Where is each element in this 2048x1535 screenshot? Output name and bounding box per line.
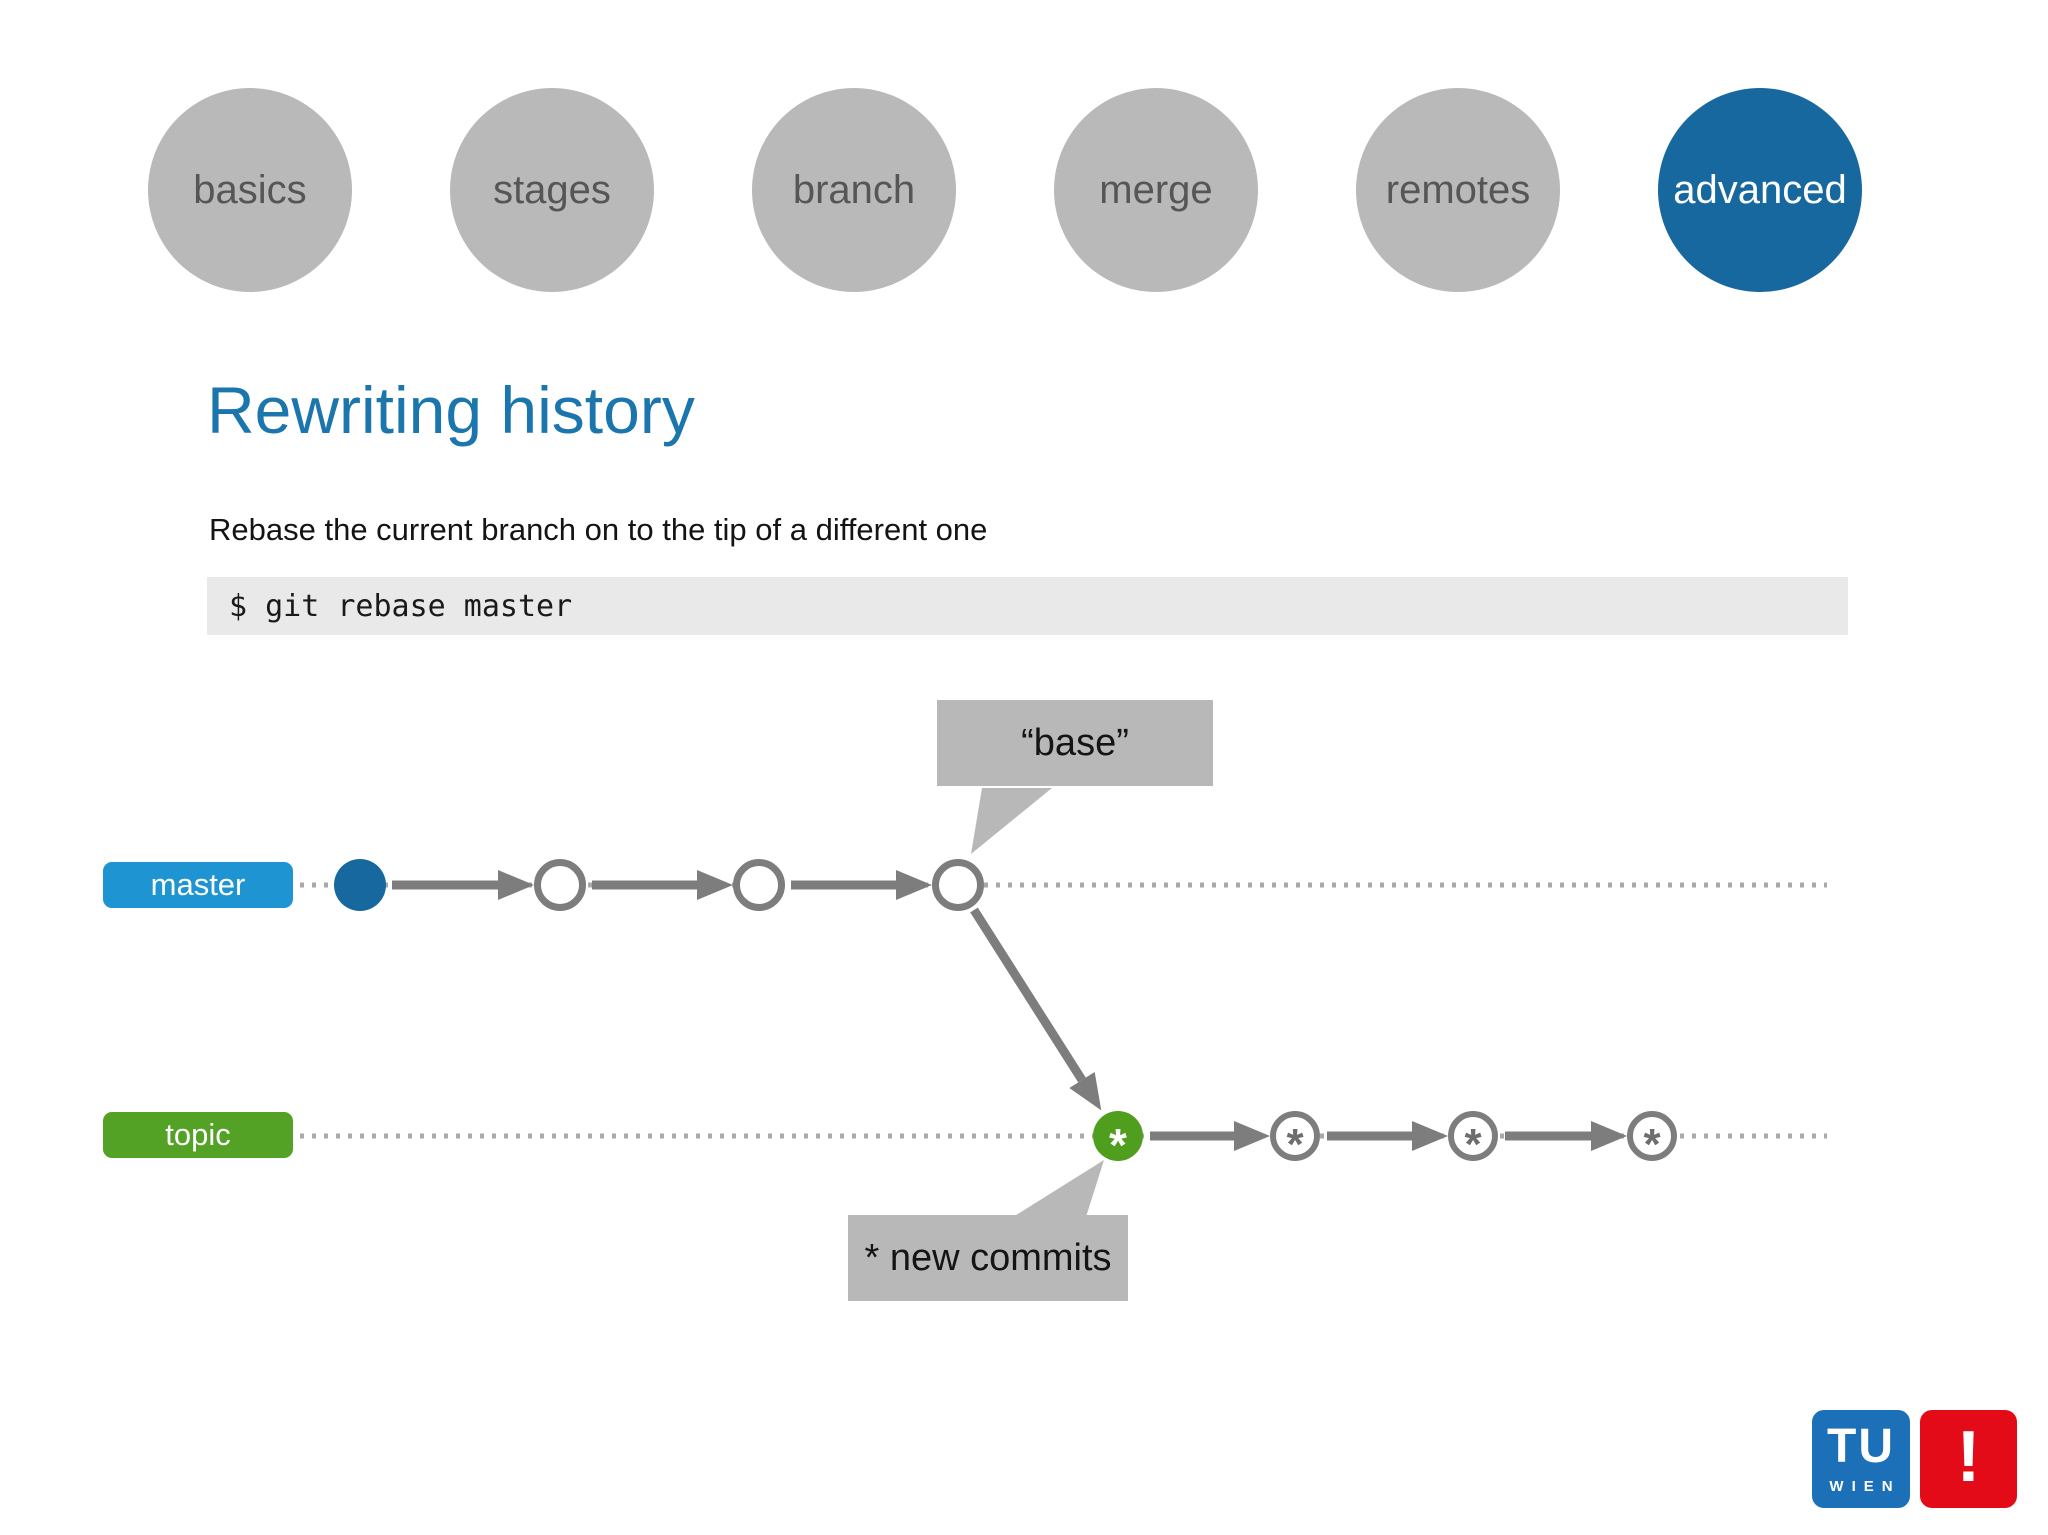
wien-logo-text: WIEN: [1829, 1478, 1901, 1495]
new-commit-marker: *: [1643, 1120, 1661, 1169]
new-commit-marker: *: [1286, 1120, 1304, 1169]
tu-logo-text: TU: [1827, 1420, 1895, 1473]
nav-item-merge[interactable]: merge: [1054, 88, 1258, 292]
nav-label: basics: [193, 167, 307, 212]
nav-item-remotes[interactable]: remotes: [1356, 88, 1560, 292]
new-commits-callout-tail: [1013, 1160, 1104, 1217]
rebase-diagonal-arrow: [970, 907, 1102, 1111]
nav-label: stages: [493, 167, 611, 212]
nav-label: remotes: [1385, 167, 1531, 212]
commit-node-new: *: [1270, 1111, 1320, 1167]
nav-item-branch[interactable]: branch: [752, 88, 956, 292]
commit-node-new: *: [1448, 1111, 1498, 1167]
master-branch-label-text: master: [150, 867, 246, 902]
new-commit-marker: *: [1464, 1120, 1482, 1169]
commit-node: [733, 859, 785, 911]
nav-label: advanced: [1673, 167, 1847, 212]
commit-node-base: [932, 859, 984, 911]
page-title: Rewriting history: [207, 373, 695, 447]
commit-node-new-first: *: [1093, 1111, 1143, 1168]
topic-branch-label: topic: [103, 1112, 293, 1158]
nav-label: branch: [792, 167, 916, 212]
base-callout: “base”: [937, 700, 1213, 786]
new-commit-marker: *: [1109, 1119, 1127, 1171]
commit-node-new: *: [1627, 1111, 1677, 1167]
commit-node: [534, 859, 586, 911]
topic-branch-label-text: topic: [165, 1117, 231, 1152]
commit-node-head-master: [334, 859, 386, 911]
base-callout-text: “base”: [1021, 721, 1129, 764]
base-callout-tail: [971, 788, 1052, 854]
exclamation-logo: !: [1920, 1410, 2017, 1508]
tu-wien-logo: TU WIEN: [1812, 1410, 1910, 1508]
code-block: $ git rebase master: [207, 577, 1848, 635]
new-commits-callout-text: * new commits: [864, 1236, 1112, 1279]
nav-item-stages[interactable]: stages: [450, 88, 654, 292]
nav-label: merge: [1099, 167, 1213, 212]
code-text: $ git rebase master: [229, 588, 573, 624]
nav-item-advanced-active[interactable]: advanced: [1658, 88, 1862, 292]
master-branch-label: master: [103, 862, 293, 908]
new-commits-callout: * new commits: [848, 1215, 1128, 1301]
exclamation-mark: !: [1956, 1417, 1981, 1497]
nav-item-basics[interactable]: basics: [148, 88, 352, 292]
subtitle-text: Rebase the current branch on to the tip …: [209, 512, 988, 547]
